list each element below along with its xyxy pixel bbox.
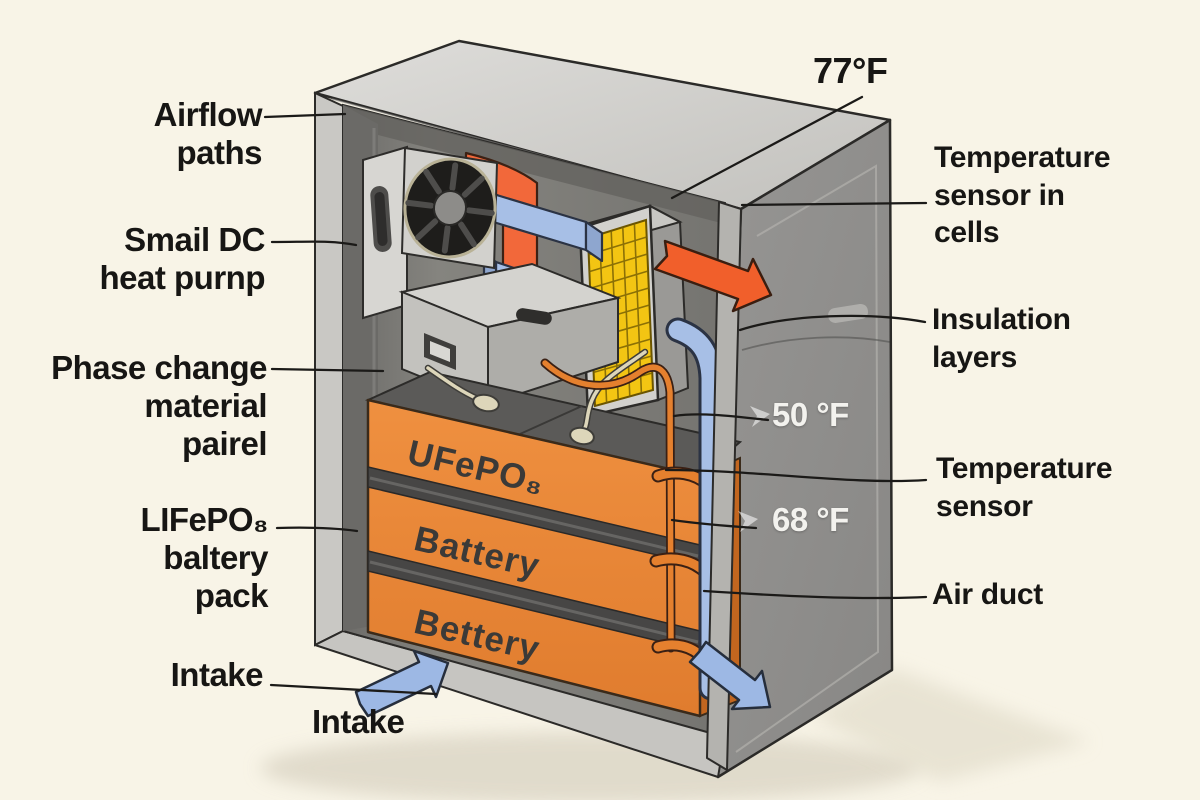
label-airflow-paths: Airflow paths (153, 96, 263, 171)
fan-icon (403, 157, 497, 259)
intake-arrow-icon (354, 649, 450, 718)
leader-lower-wall-temp (670, 518, 758, 530)
leader-heat-pump (270, 240, 358, 247)
leader-upper-wall-temp (672, 413, 770, 422)
leader-lines (263, 95, 928, 696)
leader-temp-sensor-cells (740, 201, 928, 207)
leader-temp-sensor (664, 468, 928, 483)
label-air-duct: Air duct (932, 578, 1043, 611)
leader-ambient-temp (670, 95, 864, 200)
lower-wall-temp-value: 68 °F (772, 501, 849, 538)
leader-intake (269, 683, 438, 696)
sensor-wires (424, 348, 649, 446)
ambient-temp-value: 77°F (813, 50, 888, 91)
label-heat-pump: Smail DC heat purnp (99, 221, 266, 296)
label-insulation: Insulation layers (932, 303, 1071, 374)
leader-insulation (738, 314, 927, 332)
label-pcm-panel: Phase change material pairel (51, 349, 267, 462)
exhaust-arrow-icon (688, 640, 772, 711)
duct-tube-icon (665, 317, 724, 701)
label-battery-pack: LIFePO₈ baltery pack (140, 501, 269, 614)
leader-pcm (270, 367, 385, 373)
leader-airflow-paths (263, 112, 347, 119)
label-temp-sensor-cells: Temperature sensor in cells (934, 141, 1111, 249)
sensor-pad (472, 393, 500, 413)
hot-air-exit-arrow-icon (653, 239, 773, 313)
fan-unit (362, 145, 499, 320)
leader-air-duct (702, 589, 928, 600)
leader-battery-pack (275, 526, 359, 533)
label-intake: Intake (170, 656, 264, 693)
sensor-pad (569, 426, 595, 446)
upper-wall-temp-value: 50 °F (772, 396, 849, 433)
insulation-tab (828, 303, 868, 324)
label-temp-sensor: Temperature sensor (936, 452, 1113, 523)
enclosure-front-pillar (706, 201, 742, 771)
label-intake-2: Intake (312, 703, 405, 740)
heat-pump-slot (516, 308, 552, 325)
